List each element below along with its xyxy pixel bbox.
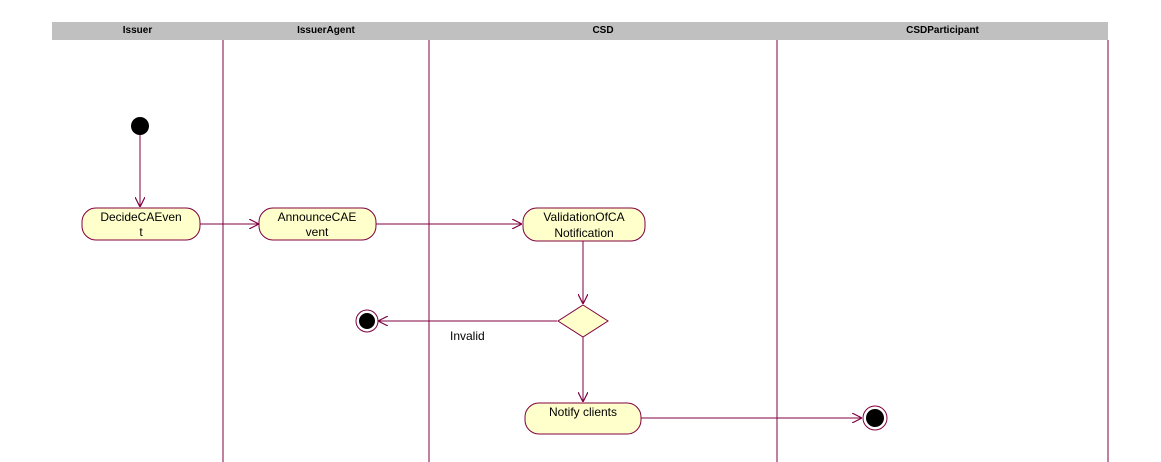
final-node-end (862, 405, 888, 431)
activity-label-line: DecideCAEven (100, 210, 181, 224)
activity-validation-of-ca-notification: ValidationOfCA Notification (522, 207, 646, 242)
activity-notify-clients: Notify clients (524, 402, 642, 435)
activity-label-line: vent (306, 225, 329, 239)
activity-label-line: AnnounceCAE (278, 210, 357, 224)
guard-label-invalid: Invalid (450, 329, 485, 343)
activity-announce-ca-event: AnnounceCAE vent (258, 207, 377, 241)
activity-label-line: Notification (554, 226, 613, 240)
decision-node (557, 304, 609, 338)
final-node-invalid (355, 309, 379, 333)
lane-title-csd-participant: CSDParticipant (906, 25, 979, 36)
initial-node (131, 117, 149, 135)
lane-title-issuer-agent: IssuerAgent (297, 25, 355, 36)
activity-label-line: Notify clients (549, 405, 617, 419)
activity-label-line: ValidationOfCA (543, 210, 624, 224)
swimlane-header: Issuer IssuerAgent CSD CSDParticipant (52, 22, 1108, 40)
lane-title-csd: CSD (592, 25, 614, 36)
lane-title-issuer: Issuer (122, 25, 153, 36)
activity-label-line: t (139, 225, 143, 239)
activity-decide-ca-event: DecideCAEven t (81, 207, 201, 241)
